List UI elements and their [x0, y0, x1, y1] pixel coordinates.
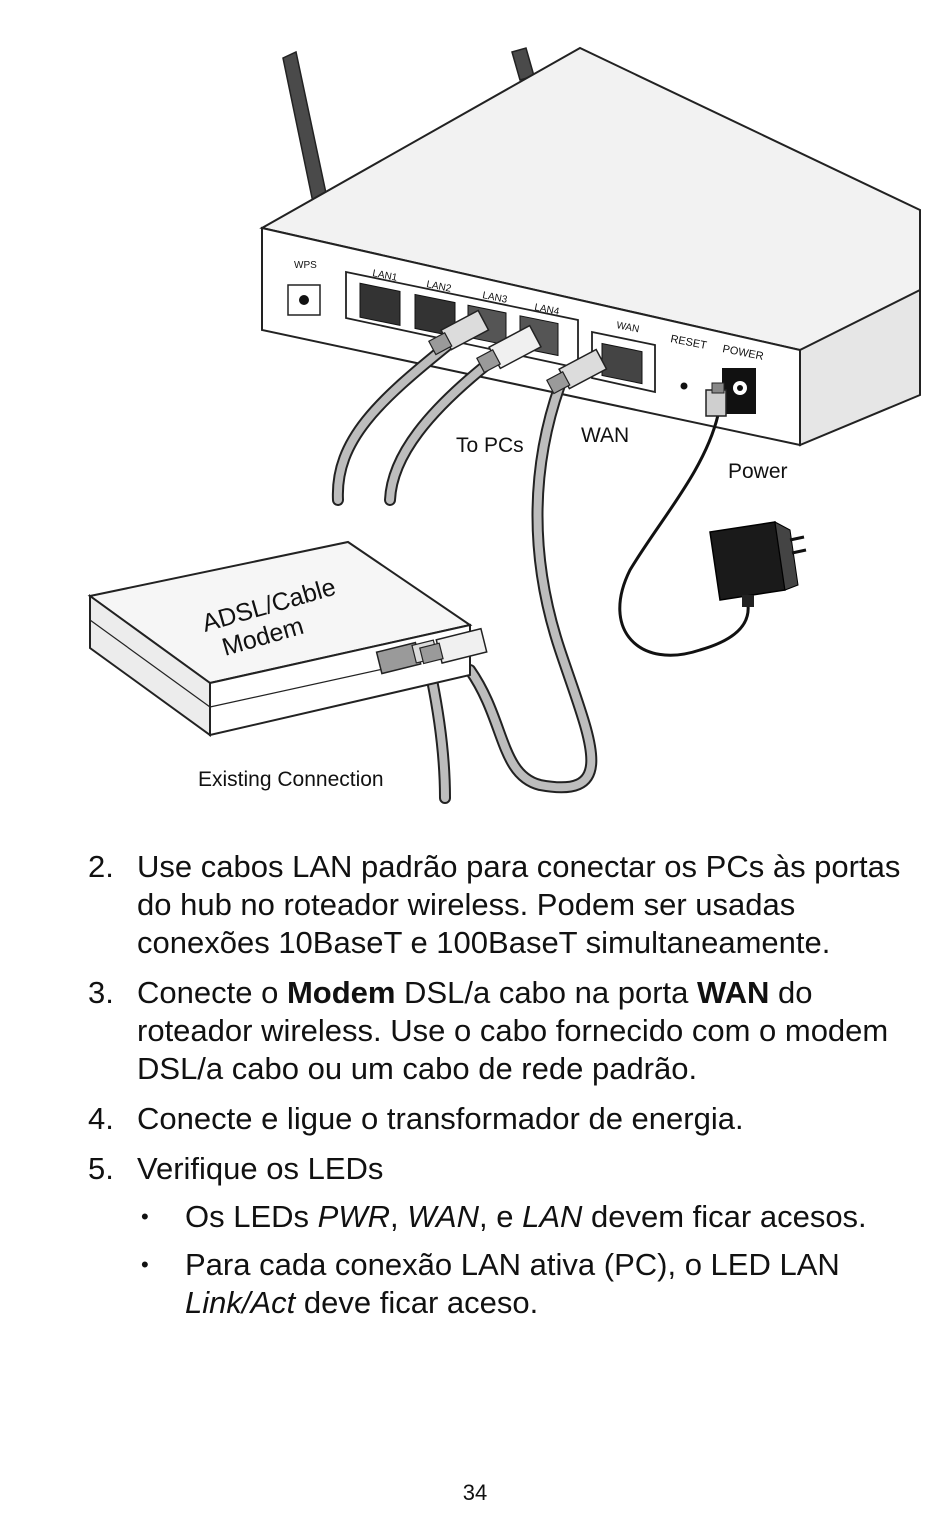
bullet-icon: •: [141, 1204, 149, 1229]
port-label-wps: WPS: [294, 260, 317, 271]
step-text: Conecte o: [137, 975, 287, 1010]
port-label-lan3: LAN3: [481, 290, 508, 306]
port-label-wan: WAN: [615, 320, 640, 335]
step-3: 3. Conecte o Modem DSL/a cabo na porta W…: [88, 974, 928, 1088]
step-number: 3.: [88, 975, 114, 1010]
bullet-icon: •: [141, 1252, 149, 1277]
step-text: Use cabos LAN padrão para conectar os PC…: [137, 849, 901, 960]
router-connection-diagram: WPS LAN1 LAN2 LAN3 LAN4 WAN RESET POWER: [87, 46, 921, 804]
callout-to-pcs: To PCs: [456, 434, 524, 457]
callout-wan: WAN: [581, 424, 629, 447]
step-text-bold: WAN: [697, 975, 770, 1010]
bullet-text: Para cada conexão LAN ativa (PC), o LED …: [185, 1247, 840, 1282]
bullet-text-italic: PWR: [317, 1199, 390, 1234]
step-4: 4. Conecte e ligue o transformador de en…: [88, 1100, 928, 1138]
port-label-lan1: LAN1: [371, 268, 398, 284]
power-adapter-icon: [709, 521, 807, 607]
bullet-text-italic: LAN: [522, 1199, 583, 1234]
bullet-item: • Para cada conexão LAN ativa (PC), o LE…: [137, 1246, 928, 1322]
led-bullet-list: • Os LEDs PWR, WAN, e LAN devem ficar ac…: [137, 1198, 928, 1322]
page-number: 34: [462, 1480, 488, 1505]
router: WPS LAN1 LAN2 LAN3 LAN4 WAN RESET POWER: [259, 46, 921, 447]
caption-existing-connection: Existing Connection: [198, 768, 384, 791]
bullet-text-italic: WAN: [407, 1199, 479, 1234]
port-label-lan2: LAN2: [425, 279, 452, 295]
step-2: 2. Use cabos LAN padrão para conectar os…: [88, 848, 928, 962]
port-label-lan4: LAN4: [533, 302, 560, 318]
step-number: 2.: [88, 849, 114, 884]
bullet-text: , e: [478, 1199, 523, 1234]
step-text: Verifique os LEDs: [137, 1151, 384, 1186]
bullet-text: deve ficar aceso.: [295, 1285, 539, 1320]
step-number: 4.: [88, 1101, 114, 1136]
bullet-text: ,: [389, 1199, 408, 1234]
adsl-cable-modem: ADSL/Cable Modem: [87, 540, 488, 737]
cable-connectors: [428, 309, 727, 417]
callout-power: Power: [728, 460, 788, 483]
step-number: 5.: [88, 1151, 114, 1186]
bullet-text: Os LEDs: [185, 1199, 318, 1234]
network-cables: [331, 339, 750, 804]
step-text: Conecte e ligue o transformador de energ…: [137, 1101, 744, 1136]
step-text: DSL/a cabo na porta: [395, 975, 698, 1010]
step-5: 5. Verifique os LEDs • Os LEDs PWR, WAN,…: [88, 1150, 928, 1322]
instruction-list: 2. Use cabos LAN padrão para conectar os…: [88, 848, 928, 1334]
bullet-text-italic: Link/Act: [185, 1285, 296, 1320]
bullet-text: devem ficar acesos.: [582, 1199, 867, 1234]
step-text: do roteador wireless. Use o cabo forneci…: [137, 975, 889, 1086]
bullet-item: • Os LEDs PWR, WAN, e LAN devem ficar ac…: [137, 1198, 928, 1236]
step-text-bold: Modem: [286, 975, 396, 1010]
